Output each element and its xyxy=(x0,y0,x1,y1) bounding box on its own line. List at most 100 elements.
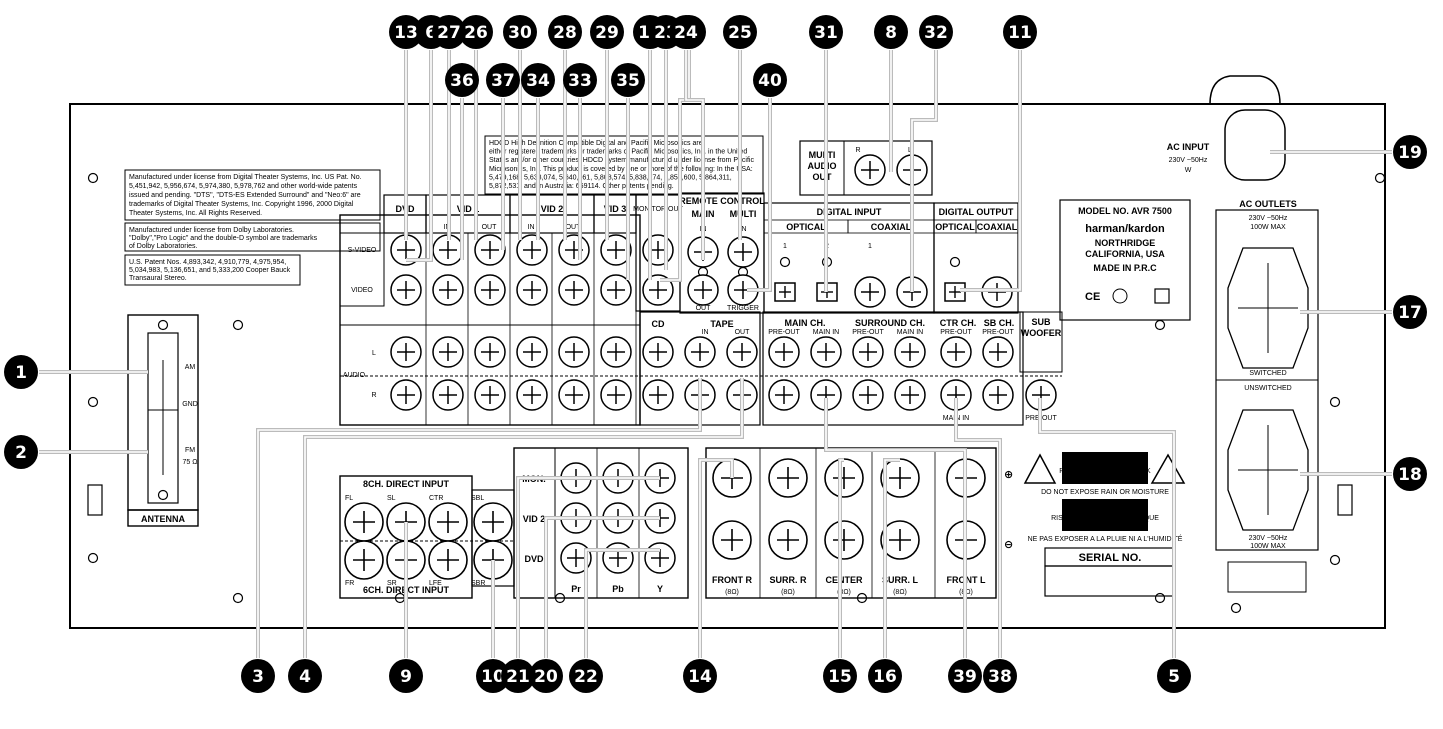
audio-l-jack-4[interactable] xyxy=(558,336,590,368)
audio-label-2: AUDIO xyxy=(808,161,837,171)
callout-number-2: 2 xyxy=(15,443,27,463)
leader-core-11 xyxy=(960,50,1021,291)
remote-control-label: REMOTE CONTROL xyxy=(679,196,765,206)
preout-r-jack-3[interactable] xyxy=(894,379,926,411)
video-jack-2[interactable] xyxy=(474,274,506,306)
speaker-sr-pos[interactable] xyxy=(768,458,808,498)
speaker-fr-neg[interactable] xyxy=(712,520,752,560)
video-jack-1[interactable] xyxy=(432,274,464,306)
callout-24 xyxy=(669,15,703,49)
lightning-warning-icon xyxy=(1023,453,1057,484)
model-city: NORTHRIDGE xyxy=(1095,238,1156,248)
preout-r-jack-5[interactable] xyxy=(982,379,1014,411)
leader-core-4 xyxy=(304,378,743,658)
audio-r-jack-4[interactable] xyxy=(558,379,590,411)
model-number: MODEL NO. AVR 7500 xyxy=(1078,206,1172,216)
remote-main-out-jack[interactable] xyxy=(687,274,719,306)
audio-l-jack-0[interactable] xyxy=(390,336,422,368)
speaker-fr-ohm: (8Ω) xyxy=(725,589,739,596)
leader-core-7 xyxy=(660,50,690,281)
preout-l-jack-1[interactable] xyxy=(810,336,842,368)
multi-label: MULTI xyxy=(809,150,836,160)
preout-l-jack-4[interactable] xyxy=(940,336,972,368)
svideo-jack-2[interactable] xyxy=(474,234,506,266)
attention-line-3: NE PAS ENLEVER xyxy=(1075,523,1135,530)
preout-r-jack-2[interactable] xyxy=(852,379,884,411)
cooper-license-line: U.S. Patent Nos. 4,893,342, 4,910,779, 4… xyxy=(129,259,286,266)
model-plate xyxy=(1059,199,1191,321)
antenna-ohm-label: 75 Ω xyxy=(183,459,198,466)
preout-l-jack-5[interactable] xyxy=(982,336,1014,368)
direct-sbl-jack[interactable] xyxy=(473,502,513,542)
callout-number-5: 5 xyxy=(1168,667,1180,687)
audio-r-jack-3[interactable] xyxy=(516,379,548,411)
audio-l-jack-3[interactable] xyxy=(516,336,548,368)
remote-multi-in-label: IN xyxy=(740,226,747,233)
video-jack-3[interactable] xyxy=(516,274,548,306)
hdcd-license-box xyxy=(484,135,764,195)
sb-preout-label: PRE-OUT xyxy=(982,329,1014,336)
caution-line-3: DO NOT OPEN xyxy=(1081,476,1130,483)
lfe-label: LFE xyxy=(429,580,442,587)
audio-r-jack-5[interactable] xyxy=(600,379,632,411)
audio-r-jack-2[interactable] xyxy=(474,379,506,411)
mounting-screw xyxy=(779,256,791,268)
analog-l-jack-2[interactable] xyxy=(726,336,758,368)
analog-l-jack-0[interactable] xyxy=(642,336,674,368)
audio-l-jack-2[interactable] xyxy=(474,336,506,368)
leader-core-14 xyxy=(699,459,733,658)
direct-top-jack-0[interactable] xyxy=(344,502,384,542)
antenna-label: ANTENNA xyxy=(141,514,185,524)
unswitched-outlet[interactable] xyxy=(1227,409,1309,531)
leader-core-16 xyxy=(884,459,900,658)
direct-top-jack-2[interactable] xyxy=(428,502,468,542)
dts-license-line: issued and pending. "DTS", "DTS-ES Exten… xyxy=(129,192,361,199)
preout-l-jack-3[interactable] xyxy=(894,336,926,368)
direct-bottom-jack-2[interactable] xyxy=(428,540,468,580)
audio-r-jack-1[interactable] xyxy=(432,379,464,411)
component-jack-1-2[interactable] xyxy=(602,542,634,574)
audio-l-jack-5[interactable] xyxy=(600,336,632,368)
preout-l-jack-2[interactable] xyxy=(852,336,884,368)
leader-core-3 xyxy=(257,378,701,658)
sb-ch-label: SB CH. xyxy=(984,318,1015,328)
svideo-jack-6[interactable] xyxy=(642,234,674,266)
coaxial-in-1-jack[interactable] xyxy=(854,276,886,308)
callout-28 xyxy=(548,15,582,49)
component-jack-2-2[interactable] xyxy=(644,542,676,574)
audio-l-jack-1[interactable] xyxy=(432,336,464,368)
antenna-label-box xyxy=(127,509,199,527)
model-origin: MADE IN P.R.C xyxy=(1093,263,1157,273)
callout-30 xyxy=(503,15,537,49)
callout-number-27: 27 xyxy=(437,23,461,43)
ctr-ch-label: CTR CH. xyxy=(940,318,977,328)
analog-l-jack-1[interactable] xyxy=(684,336,716,368)
speaker-c-neg[interactable] xyxy=(824,520,864,560)
direct-bottom-jack-0[interactable] xyxy=(344,540,384,580)
video-jack-0[interactable] xyxy=(390,274,422,306)
speaker-sr-neg[interactable] xyxy=(768,520,808,560)
callout-number-21: 21 xyxy=(506,667,530,687)
optical-label: OPTICAL xyxy=(786,222,826,232)
preout-l-jack-0[interactable] xyxy=(768,336,800,368)
callout-19 xyxy=(1393,135,1427,169)
coaxial-label: COAXIAL xyxy=(871,222,912,232)
remote-multi-in-jack[interactable] xyxy=(727,236,759,268)
video-jack-4[interactable] xyxy=(558,274,590,306)
ac-input-label: AC INPUT xyxy=(1167,142,1210,152)
vid2-in-label: IN xyxy=(528,224,535,231)
multi-audio-r-jack[interactable] xyxy=(854,154,886,186)
preout-r-jack-0[interactable] xyxy=(768,379,800,411)
speaker-c-pos[interactable] xyxy=(824,458,864,498)
audio-r-jack-0[interactable] xyxy=(390,379,422,411)
mounting-screw xyxy=(1329,554,1341,566)
sl-label: SL xyxy=(387,495,396,502)
audio-r-label: R xyxy=(371,392,376,399)
callout-29 xyxy=(590,15,624,49)
optical-in-1-jack[interactable] xyxy=(774,282,796,302)
tape-out-label: OUT xyxy=(735,329,751,336)
analog-r-jack-0[interactable] xyxy=(642,379,674,411)
callout-5 xyxy=(1157,659,1191,693)
leader-core-22 xyxy=(585,549,660,658)
switched-outlet[interactable] xyxy=(1227,247,1309,369)
